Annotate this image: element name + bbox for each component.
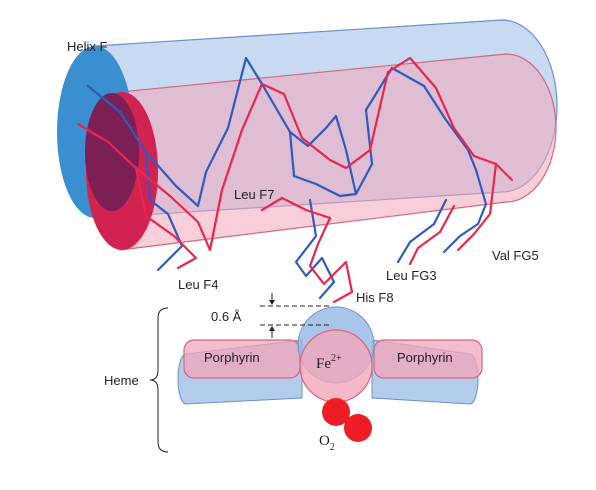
oxygen-atom-2	[344, 414, 372, 442]
helix-f-cylinders	[57, 19, 558, 251]
heme-group	[177, 306, 483, 442]
iron-symbol: Fe	[316, 356, 331, 372]
side-chain-red-fg5	[456, 162, 498, 252]
side-chain-red-f4	[134, 166, 198, 270]
side-chain-blue-fg3	[396, 198, 448, 264]
label-his-f8: His F8	[356, 290, 394, 305]
porphyrin-left-pink	[183, 339, 301, 379]
label-val-fg5: Val FG5	[492, 248, 539, 263]
iron-atom-pink	[299, 329, 373, 403]
heme-brace	[149, 307, 169, 453]
side-chain-blue-his	[294, 198, 336, 300]
label-porphyrin-left: Porphyrin	[204, 350, 260, 365]
side-chain-red-f7	[260, 196, 332, 220]
label-oxygen: O2	[319, 433, 335, 453]
oxygen-subscript: 2	[330, 442, 335, 453]
label-helix-f: Helix F	[67, 39, 108, 54]
side-chain-red-fg3	[408, 204, 456, 266]
label-distance: 0.6 Å	[211, 309, 242, 324]
label-leu-f4: Leu F4	[178, 277, 218, 292]
backbone-trace-red	[76, 56, 514, 252]
label-leu-f7: Leu F7	[234, 187, 274, 202]
label-porphyrin-right: Porphyrin	[397, 350, 453, 365]
side-chain-blue-fg5	[442, 202, 488, 254]
iron-charge: 2+	[331, 353, 342, 364]
helix-end-cap-overlap	[85, 93, 139, 211]
backbone-trace-blue	[86, 56, 488, 208]
porphyrin-right-pink	[373, 339, 483, 379]
helix-cylinder-pink	[119, 53, 557, 251]
oxygen-symbol: O	[319, 433, 330, 449]
distance-marker	[260, 293, 330, 338]
label-leu-fg3: Leu FG3	[386, 268, 437, 283]
label-heme: Heme	[104, 373, 139, 388]
chain-traces	[76, 56, 514, 304]
oxygen-atom-1	[322, 398, 350, 426]
side-chain-blue-f4	[144, 150, 184, 272]
side-chain-blue-f7	[288, 130, 358, 198]
label-iron: Fe2+	[316, 353, 342, 372]
side-chain-red-his	[308, 216, 354, 304]
